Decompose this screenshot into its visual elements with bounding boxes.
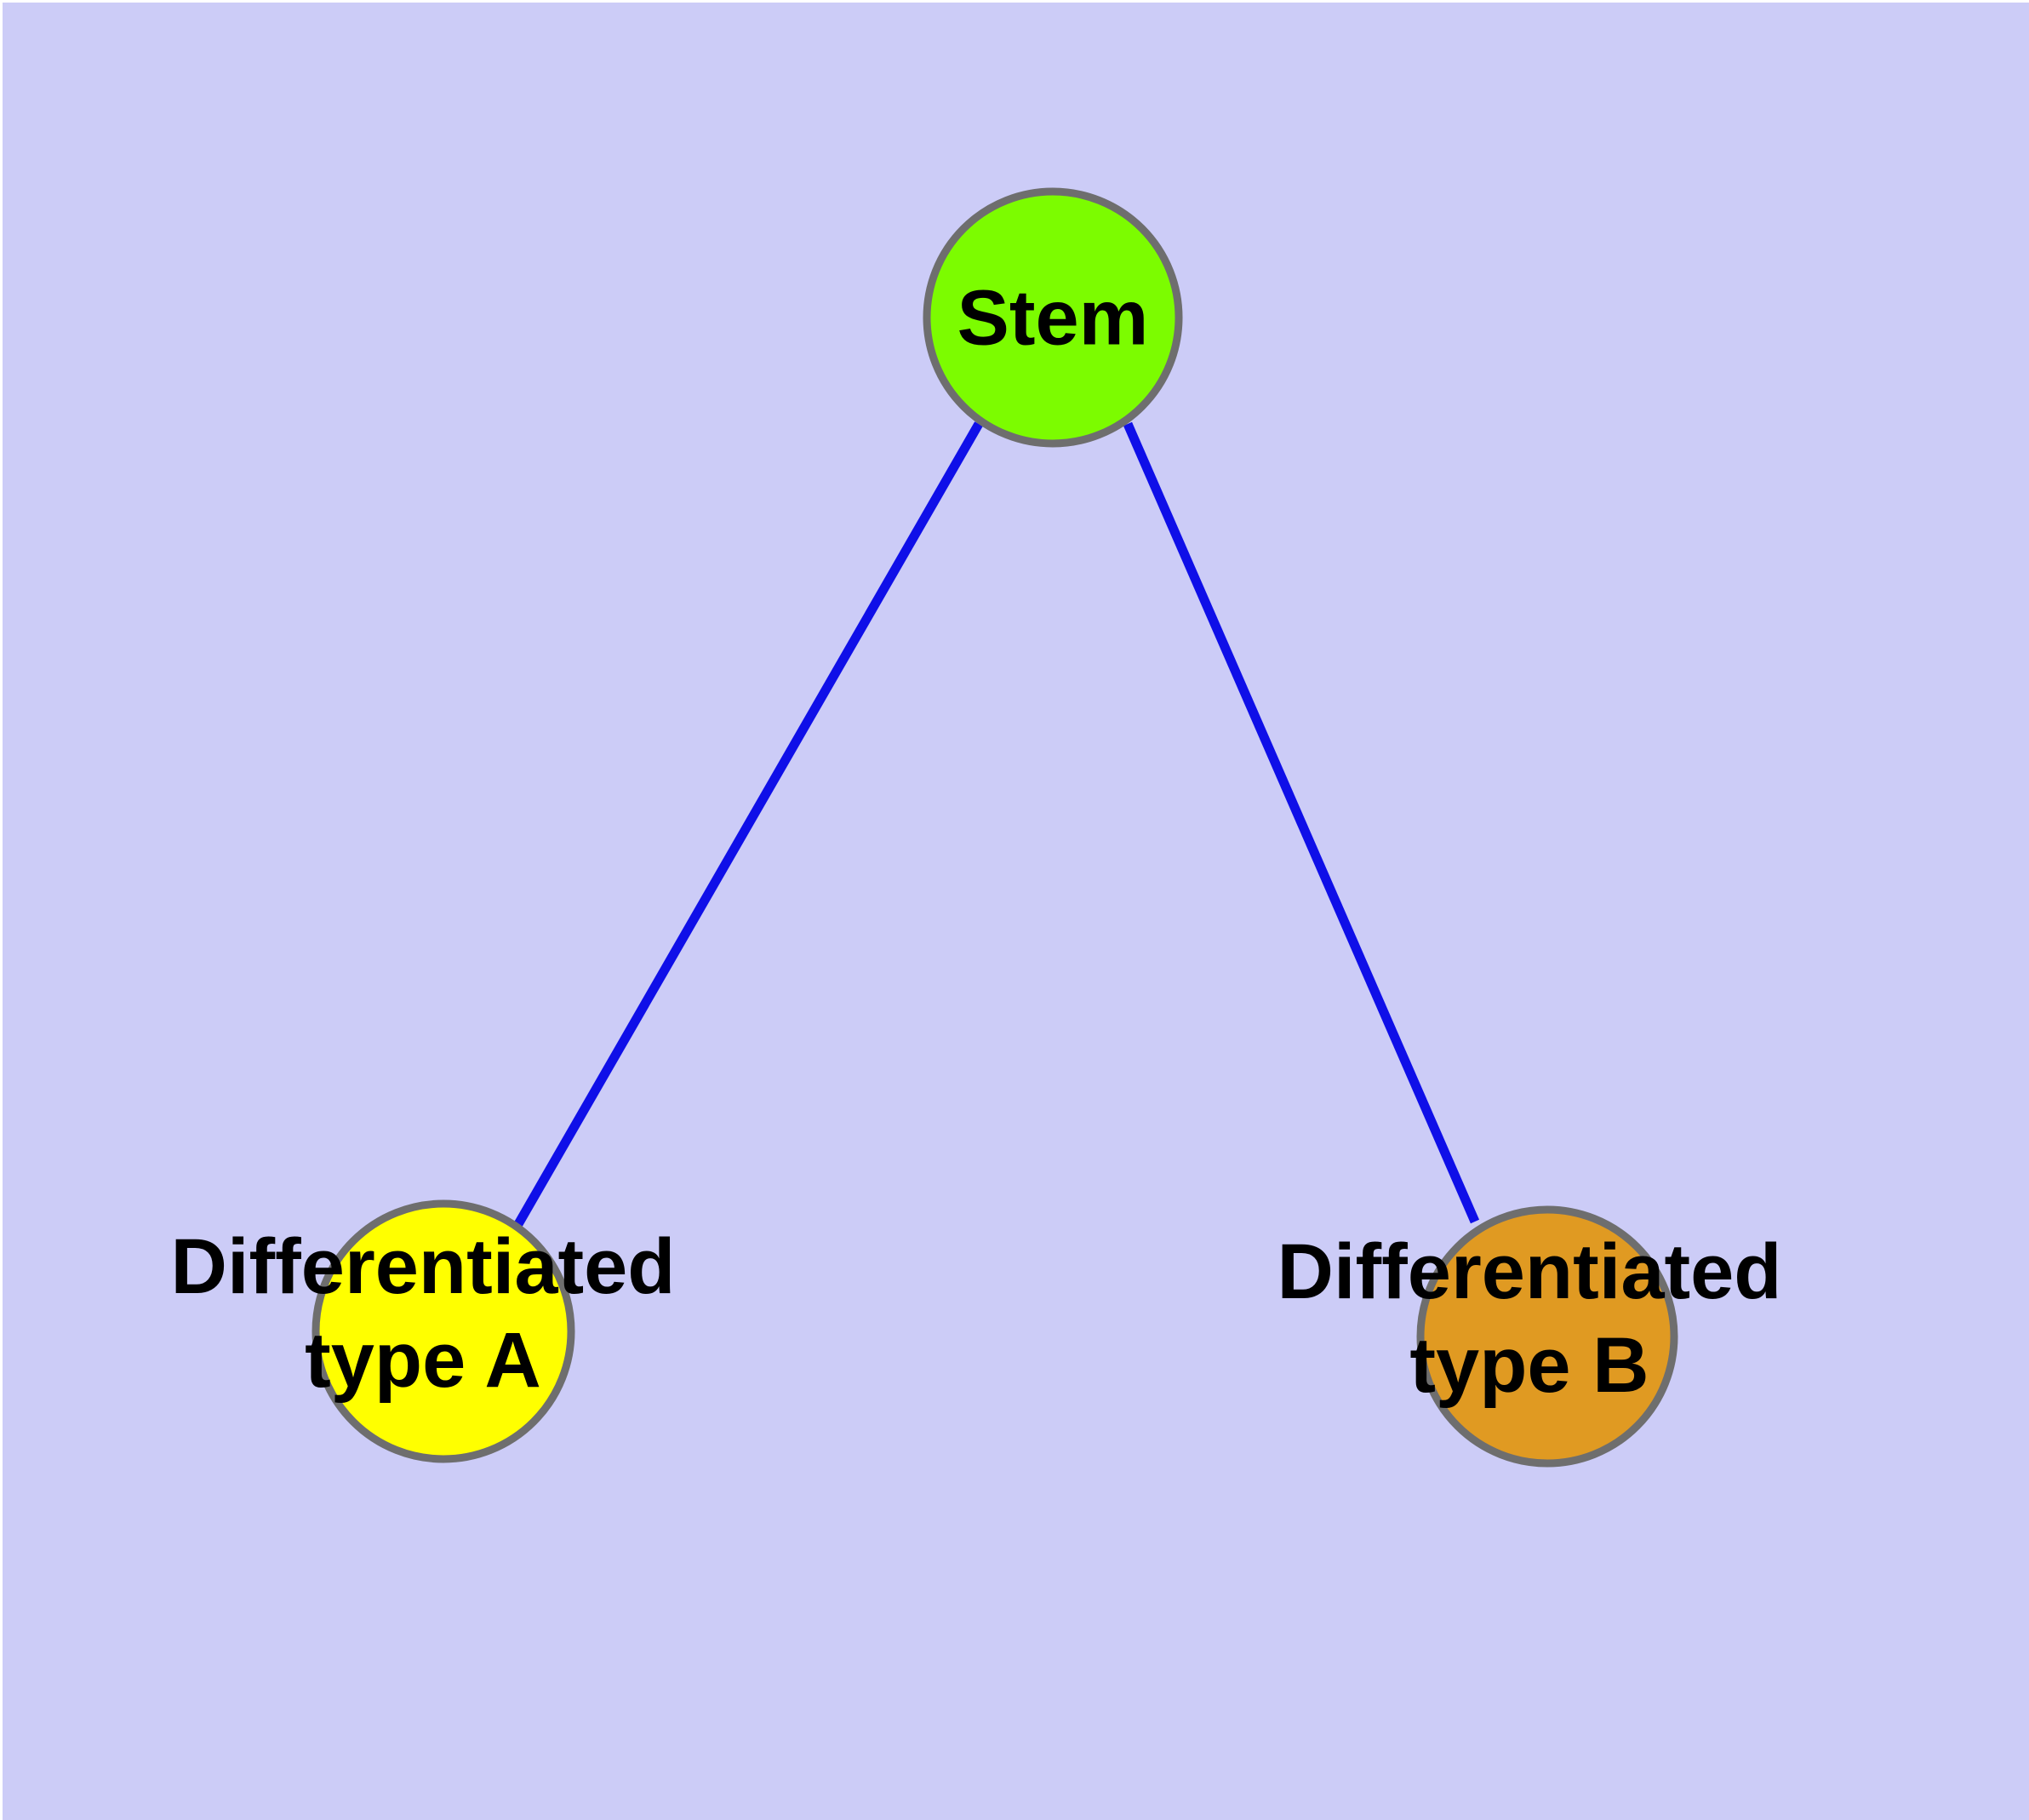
- edge-stem-to-differentiated-type-a[interactable]: [514, 421, 983, 1227]
- node-differentiated-type-b-label-line1: Differentiated: [1277, 1228, 1782, 1315]
- node-differentiated-type-a-circle[interactable]: [311, 1199, 575, 1463]
- edge-layer: [514, 421, 1480, 1227]
- node-differentiated-type-b[interactable]: Differentiated type B: [1277, 1205, 1782, 1468]
- edge-stem-to-differentiated-type-b[interactable]: [1123, 421, 1480, 1224]
- node-stem[interactable]: Stem: [923, 187, 1183, 448]
- node-differentiated-type-b-circle[interactable]: [1416, 1205, 1678, 1468]
- node-differentiated-type-a[interactable]: Differentiated type A: [171, 1199, 676, 1463]
- node-differentiated-type-a-label-line1: Differentiated: [171, 1223, 676, 1310]
- node-differentiated-type-a-label-line2: type A: [305, 1317, 541, 1404]
- node-stem-circle[interactable]: [923, 187, 1183, 448]
- node-differentiated-type-b-label-line2: type B: [1409, 1322, 1649, 1409]
- node-stem-label: Stem: [957, 274, 1149, 361]
